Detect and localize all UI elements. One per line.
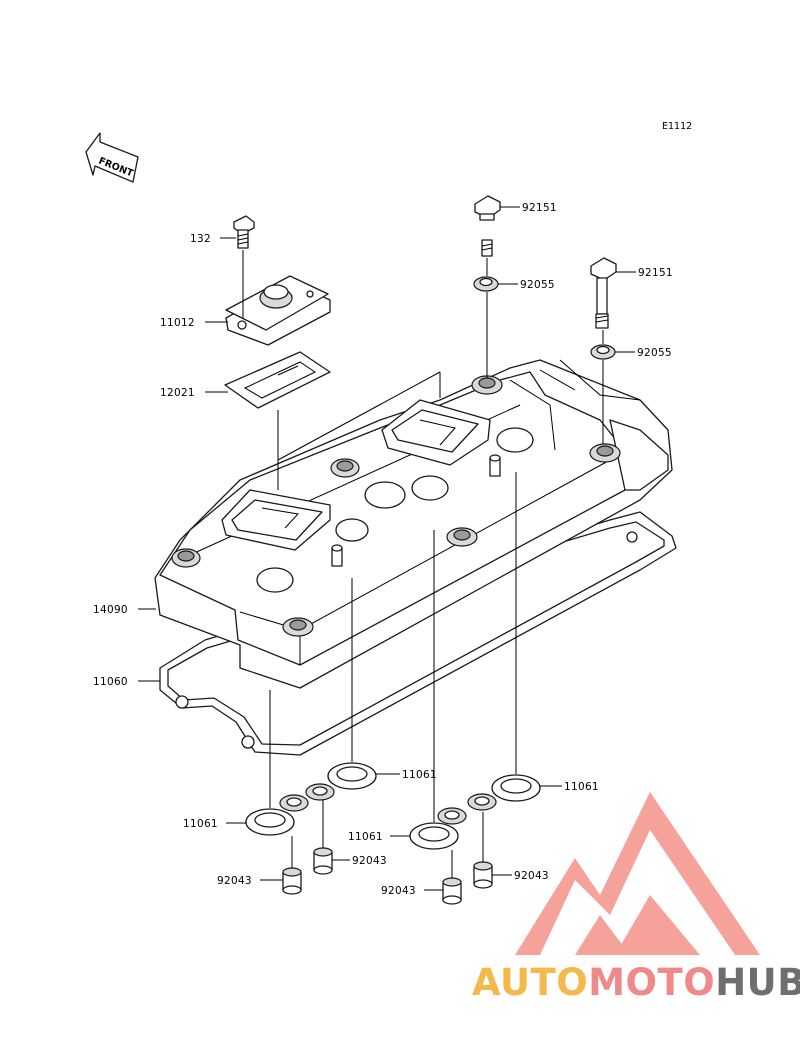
label-11061-c: 11061 — [183, 818, 218, 830]
label-92151-a: 92151 — [522, 202, 557, 214]
dowel-pin-92043-c — [442, 877, 462, 905]
washer-92055-a — [473, 276, 499, 292]
label-12021: 12021 — [160, 387, 195, 399]
label-92043-d: 92043 — [514, 870, 549, 882]
watermark-logo-icon — [515, 792, 760, 955]
dowel-pin-92043-b — [313, 847, 333, 875]
label-11061-b: 11061 — [564, 781, 599, 793]
label-92043-b: 92043 — [352, 855, 387, 867]
label-11061-a: 11061 — [402, 769, 437, 781]
dowel-pin-92043-d — [473, 861, 493, 889]
label-92043-a: 92043 — [217, 875, 252, 887]
dowel-pin-92043-a — [282, 867, 302, 895]
breather-cover — [225, 275, 331, 346]
cylinder-head-cover — [154, 359, 673, 689]
bolt-132 — [233, 215, 255, 249]
label-11060: 11060 — [93, 676, 128, 688]
label-11061-d: 11061 — [348, 831, 383, 843]
label-14090: 14090 — [93, 604, 128, 616]
bolt-92151-a — [474, 195, 501, 257]
assembly-lines — [242, 250, 604, 878]
head-cover-gasket — [159, 511, 677, 756]
front-arrow-icon: FRONT — [85, 132, 139, 183]
label-92055-a: 92055 — [520, 279, 555, 291]
leader-lines — [138, 206, 636, 891]
plug-gasket-11061-a — [245, 794, 309, 836]
label-11012: 11012 — [160, 317, 195, 329]
label-92043-c: 92043 — [381, 885, 416, 897]
diagram-code: E1112 — [662, 121, 692, 132]
label-132: 132 — [190, 233, 211, 245]
breather-gasket — [224, 351, 331, 409]
part-labels: 132 11012 12021 14090 11060 92151 92055 … — [93, 202, 673, 897]
plug-gasket-11061-c — [409, 807, 467, 850]
plug-gasket-11061-b — [305, 762, 377, 801]
label-92055-b: 92055 — [637, 347, 672, 359]
label-92151-b: 92151 — [638, 267, 673, 279]
washer-92055-b — [590, 344, 616, 360]
watermark-text: AUTOMOTOHUB — [472, 961, 800, 1004]
plug-gasket-11061-d — [467, 774, 541, 811]
bolt-92151-b — [590, 257, 617, 329]
